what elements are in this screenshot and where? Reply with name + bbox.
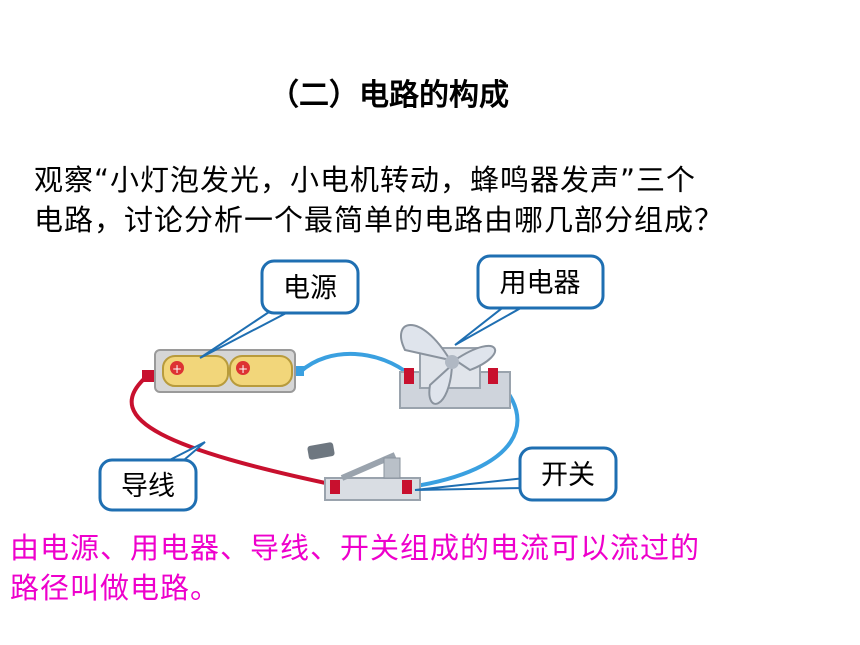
callout-wire: 导线 xyxy=(98,441,206,512)
label-power: 电源 xyxy=(283,273,337,304)
conclusion-text: 由电源、用电器、导线、开关组成的电流可以流过的 路径叫做电路。 xyxy=(10,528,830,608)
conclusion-line-2: 路径叫做电路。 xyxy=(10,571,221,605)
knife-switch xyxy=(307,442,421,501)
callout-switch: 开关 xyxy=(414,446,618,502)
label-switch: 开关 xyxy=(541,460,595,491)
question-line-1: 观察“小灯泡发光，小电机转动，蜂鸣器发声”三个 xyxy=(34,163,697,197)
red-wire xyxy=(129,376,336,487)
label-appliance: 用电器 xyxy=(500,268,581,299)
label-wire: 导线 xyxy=(121,471,175,502)
callout-appliance: 用电器 xyxy=(454,254,605,346)
callout-power: 电源 xyxy=(199,259,360,359)
battery-holder: + + xyxy=(142,349,304,393)
battery-plus-2: + xyxy=(238,362,248,376)
battery-plus-1: + xyxy=(172,362,182,376)
question-line-2: 电路，讨论分析一个最简单的电路由哪几部分组成？ xyxy=(34,203,725,237)
slide-title: （二）电路的构成 xyxy=(269,78,509,113)
conclusion-line-1: 由电源、用电器、导线、开关组成的电流可以流过的 xyxy=(10,531,701,565)
blue-wire-top xyxy=(298,352,412,377)
question-text: 观察“小灯泡发光，小电机转动，蜂鸣器发声”三个 电路，讨论分析一个最简单的电路由… xyxy=(34,160,824,240)
fan-appliance xyxy=(399,324,511,409)
